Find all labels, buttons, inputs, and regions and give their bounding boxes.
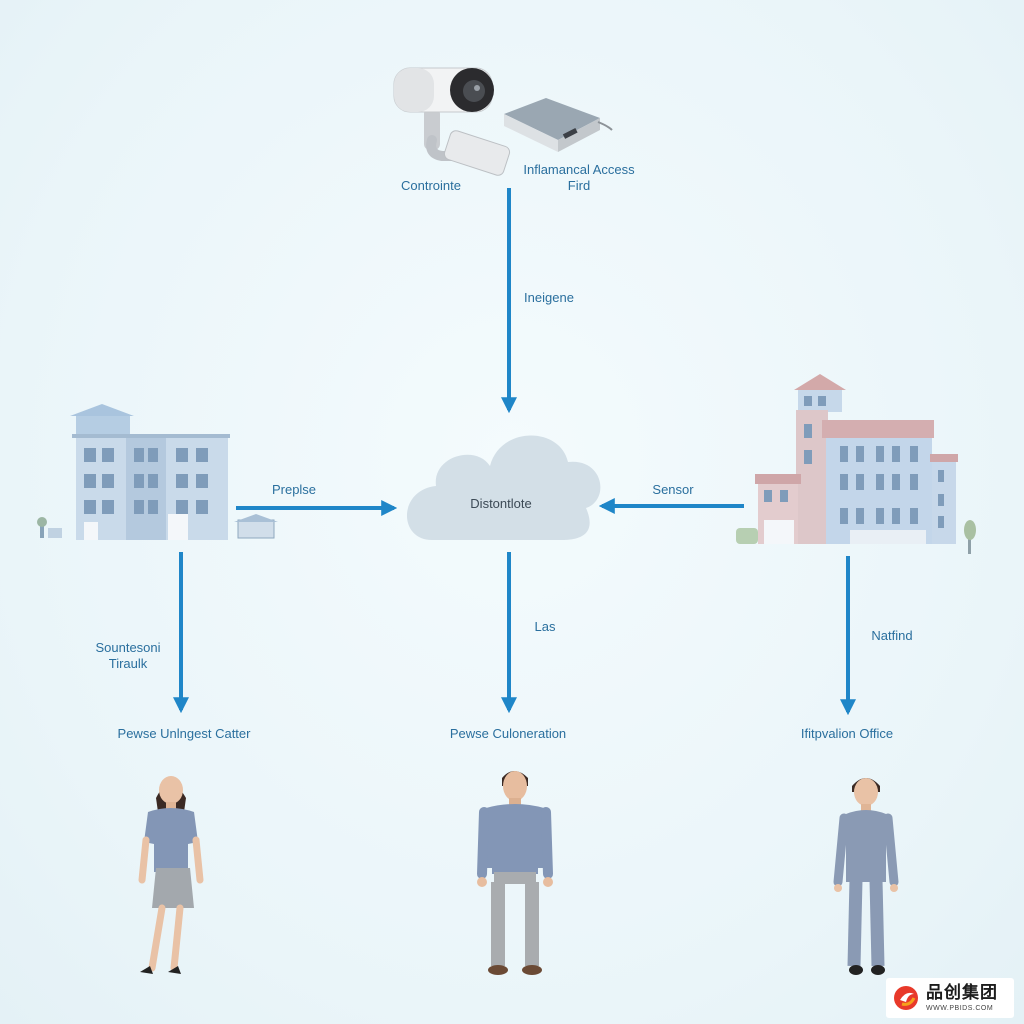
center-destination-label: Pewse Culoneration <box>449 726 567 741</box>
man-avatar <box>477 771 553 975</box>
right-building-icon <box>736 374 976 554</box>
watermark-text: 品创集团 <box>926 982 998 1003</box>
edge-label-right-down: Natfind <box>871 628 913 643</box>
arrows <box>173 188 856 716</box>
camera-label: Controinte <box>401 178 461 193</box>
woman-avatar <box>138 776 204 974</box>
edge-label-center-down: Las <box>534 619 556 634</box>
access-device-label: Inflamancal Access Fird <box>523 162 635 193</box>
person-avatar <box>833 778 899 975</box>
security-camera-icon <box>393 67 511 176</box>
left-destination-label: Pewse Unlngest Catter <box>117 726 251 741</box>
watermark-url: WWW.PBIDS.COM <box>926 1004 994 1012</box>
cloud-icon <box>406 435 601 540</box>
edge-label-right: Sensor <box>652 482 694 497</box>
edge-label-top: Ineigene <box>524 290 574 305</box>
left-building-icon <box>37 404 278 540</box>
cloud-label: Distontlote <box>470 496 532 511</box>
access-device-icon <box>504 98 613 152</box>
edge-label-left-down: Sountesoni Tiraulk <box>95 640 161 671</box>
right-destination-label: Ifitpvalion Office <box>800 726 894 741</box>
edge-label-left: Preplse <box>271 482 317 497</box>
watermark-logo: 品创集团 WWW.PBIDS.COM <box>886 978 1014 1018</box>
brand-logo-icon <box>894 986 918 1010</box>
